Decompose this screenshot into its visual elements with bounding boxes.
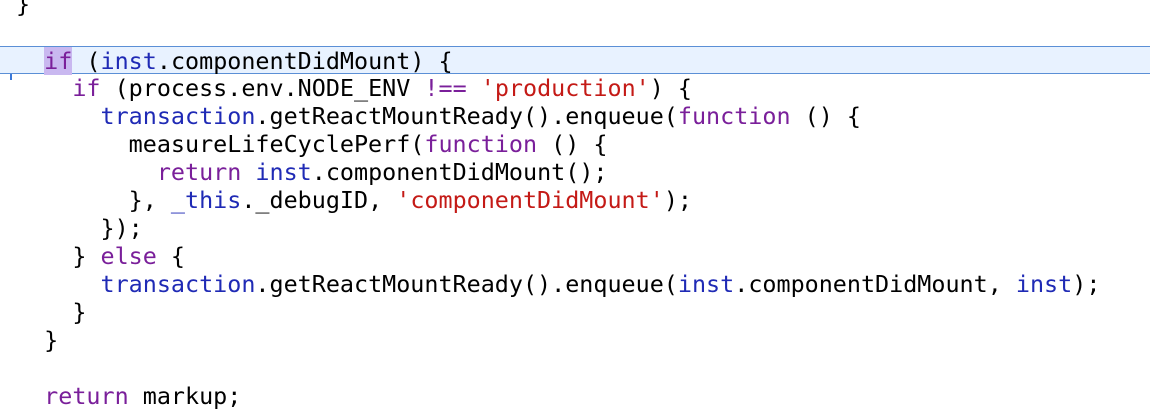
code-token: transaction: [100, 102, 256, 130]
code-token: 'production': [480, 74, 650, 102]
code-token: transaction: [100, 270, 256, 298]
code-token: inst: [100, 47, 157, 75]
code-line-text: measureLifeCyclePerf(function () {: [16, 130, 608, 158]
code-token: },: [16, 186, 171, 214]
code-line[interactable]: [0, 354, 1150, 382]
code-token: .componentDidMount,: [734, 270, 1016, 298]
code-token: [16, 270, 101, 298]
code-token: inst: [1015, 270, 1073, 298]
code-token: _this: [170, 186, 242, 214]
code-token: [241, 158, 255, 186]
code-token: );: [663, 186, 692, 214]
code-line[interactable]: if (process.env.NODE_ENV !== 'production…: [0, 74, 1150, 102]
code-token: );: [1072, 270, 1101, 298]
code-token: () {: [790, 102, 861, 130]
code-token: [16, 382, 44, 410]
code-line[interactable]: }: [0, 298, 1150, 326]
code-token: if: [72, 74, 101, 102]
code-line[interactable]: });: [0, 214, 1150, 242]
code-line-text: transaction.getReactMountReady().enqueue…: [16, 270, 1101, 298]
code-line-text: if (inst.componentDidMount) {: [16, 47, 453, 75]
code-line[interactable]: transaction.getReactMountReady().enqueue…: [0, 270, 1150, 298]
code-line-text: }, _this._debugID, 'componentDidMount');: [16, 186, 692, 214]
code-token: }: [16, 326, 59, 354]
code-line[interactable]: }, _this._debugID, 'componentDidMount');: [0, 186, 1150, 214]
code-line-text: }: [16, 298, 86, 326]
code-token: }: [16, 0, 31, 18]
code-token: return: [44, 382, 129, 410]
code-token: .componentDidMount();: [311, 158, 608, 186]
code-line[interactable]: } else {: [0, 242, 1150, 270]
code-token: [467, 74, 481, 102]
code-line[interactable]: transaction.getReactMountReady().enqueue…: [0, 102, 1150, 130]
code-token: [16, 47, 44, 75]
code-token: inst: [677, 270, 735, 298]
code-token: .componentDidMount) {: [156, 47, 453, 75]
code-token: () {: [537, 130, 608, 158]
code-token: ) {: [649, 74, 693, 102]
code-token: return: [156, 158, 242, 186]
code-token: [16, 158, 157, 186]
code-line[interactable]: }: [0, 326, 1150, 354]
code-token: });: [16, 214, 143, 242]
code-token: }: [16, 242, 101, 270]
code-line[interactable]: return markup;: [0, 382, 1150, 410]
code-line-text: }: [16, 0, 30, 18]
code-line[interactable]: if (inst.componentDidMount) {: [0, 46, 1150, 75]
code-token: function: [424, 130, 538, 158]
code-token: inst: [255, 158, 312, 186]
code-token: measureLifeCyclePerf(: [16, 130, 425, 158]
code-token: .getReactMountReady().enqueue(: [255, 102, 678, 130]
code-token: {: [156, 242, 186, 270]
code-token: 'componentDidMount': [396, 186, 664, 214]
code-token: [16, 102, 101, 130]
code-token: else: [100, 242, 157, 270]
code-line[interactable]: measureLifeCyclePerf(function () {: [0, 130, 1150, 158]
code-line-text: return markup;: [16, 382, 241, 410]
code-token: (: [72, 47, 101, 75]
code-token: markup;: [128, 382, 242, 410]
code-token: }: [16, 298, 87, 326]
code-line[interactable]: }: [0, 0, 1150, 18]
code-token: !==: [424, 74, 467, 102]
code-token: .getReactMountReady().enqueue(: [255, 270, 678, 298]
code-line-text: });: [16, 214, 143, 242]
code-line-text: } else {: [16, 242, 185, 270]
code-line[interactable]: return inst.componentDidMount();: [0, 158, 1150, 186]
code-line[interactable]: [0, 18, 1150, 46]
code-line-text: }: [16, 326, 58, 354]
code-line-text: return inst.componentDidMount();: [16, 158, 608, 186]
code-token: function: [677, 102, 791, 130]
code-token: (process.env.NODE_ENV: [100, 74, 425, 102]
code-token: if: [44, 47, 73, 75]
code-line-text: transaction.getReactMountReady().enqueue…: [16, 102, 861, 130]
code-line-text: if (process.env.NODE_ENV !== 'production…: [16, 74, 692, 102]
code-token: ._debugID,: [241, 186, 397, 214]
code-token: [16, 74, 72, 102]
